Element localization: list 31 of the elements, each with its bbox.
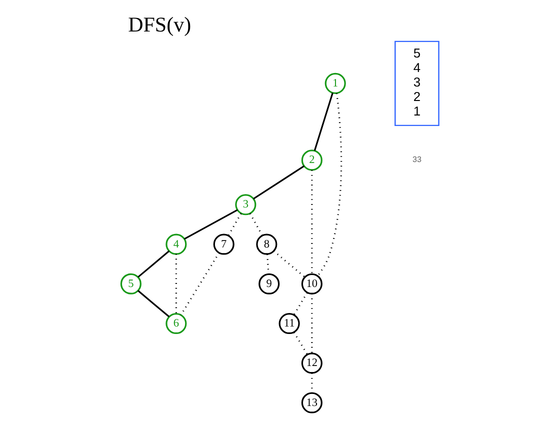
connector — [314, 92, 334, 151]
node-circle: 1 — [324, 72, 346, 94]
connector — [138, 290, 170, 318]
connector — [311, 170, 313, 274]
node-circle: 7 — [213, 234, 234, 255]
connector — [184, 209, 238, 240]
connector — [293, 332, 308, 355]
diagram-title: DFS(v) — [128, 12, 192, 37]
connector — [175, 254, 177, 314]
connector — [293, 292, 308, 316]
node-circle: 4 — [166, 234, 187, 255]
connector — [273, 250, 306, 278]
connector — [253, 165, 304, 200]
connector — [138, 250, 170, 278]
connector — [317, 93, 342, 276]
node-circle: 2 — [301, 150, 322, 171]
connector — [311, 294, 313, 354]
node-circle: 11 — [278, 312, 300, 334]
node-circle: 10 — [301, 273, 322, 294]
node-circle: 5 — [120, 273, 142, 294]
connector — [228, 213, 242, 236]
node-circle: 9 — [258, 273, 280, 294]
node-circle: 13 — [301, 392, 322, 414]
node-circle: 8 — [256, 234, 278, 255]
node-circle: 6 — [166, 312, 187, 334]
node-box: 5 4 3 2 1 — [394, 40, 440, 126]
connector — [249, 213, 263, 236]
node-circle: 12 — [301, 352, 322, 374]
label: 33 — [412, 155, 422, 164]
node-circle: 3 — [235, 194, 256, 216]
connector — [180, 252, 220, 316]
